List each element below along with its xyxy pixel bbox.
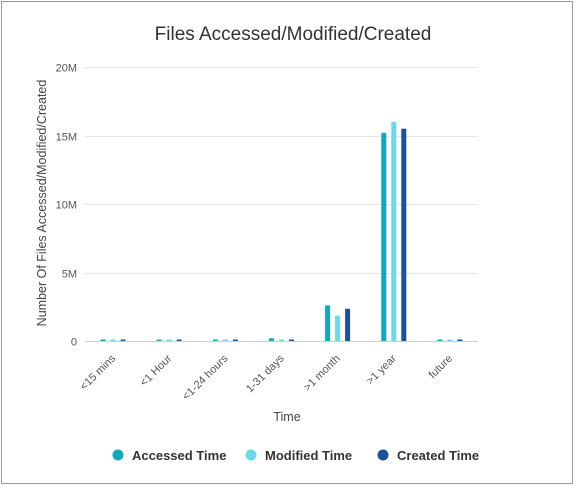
bar[interactable] bbox=[289, 339, 294, 342]
x-tick-label: >1 month bbox=[302, 353, 343, 394]
y-tick-label: 10M bbox=[56, 200, 77, 212]
chart-title: Files Accessed/Modified/Created bbox=[155, 24, 432, 45]
x-tick-label: <15 mins bbox=[78, 352, 119, 393]
legend: Accessed Time Modified Time Created Time bbox=[112, 448, 479, 463]
bar[interactable] bbox=[401, 128, 407, 341]
bar[interactable] bbox=[391, 121, 397, 341]
legend-marker[interactable] bbox=[112, 449, 124, 461]
bar[interactable] bbox=[279, 339, 284, 342]
x-axis-ticks: <15 mins <1 Hour<1-24 hours 1-31 days >1 mo… bbox=[78, 352, 455, 403]
bar[interactable] bbox=[232, 339, 238, 342]
bars bbox=[100, 121, 463, 342]
y-axis-title: Number Of Files Accessed/Modified/Create… bbox=[35, 80, 49, 327]
bar[interactable] bbox=[222, 339, 228, 342]
y-tick-label: 5M bbox=[62, 269, 77, 281]
bar[interactable] bbox=[176, 339, 182, 342]
x-tick-label: <1-24 hours bbox=[180, 352, 231, 403]
legend-label[interactable]: Modified Time bbox=[265, 448, 352, 463]
bar[interactable] bbox=[166, 339, 172, 342]
y-axis-ticks: 0 5M 10M 15M 20M bbox=[56, 63, 77, 349]
bar[interactable] bbox=[212, 339, 218, 342]
legend-label[interactable]: Accessed Time bbox=[132, 448, 226, 463]
bar[interactable] bbox=[437, 339, 443, 342]
bar[interactable] bbox=[100, 339, 106, 342]
x-tick-label: future bbox=[427, 353, 455, 381]
x-tick-label: <1 Hour bbox=[138, 352, 175, 389]
legend-label[interactable]: Created Time bbox=[397, 448, 479, 463]
x-tick-label: 1-31 days bbox=[244, 352, 287, 395]
legend-marker[interactable] bbox=[377, 449, 389, 461]
y-tick-label: 20M bbox=[56, 63, 77, 75]
bar[interactable] bbox=[269, 338, 274, 341]
bar[interactable] bbox=[345, 308, 351, 341]
legend-marker[interactable] bbox=[245, 449, 257, 461]
x-tick-label: >1 year bbox=[364, 352, 399, 387]
x-axis-title: Time bbox=[273, 410, 300, 424]
grid-lines bbox=[85, 67, 478, 342]
bar[interactable] bbox=[120, 339, 126, 342]
bar[interactable] bbox=[381, 132, 387, 341]
y-tick-label: 0 bbox=[71, 337, 77, 349]
bar[interactable] bbox=[156, 339, 162, 342]
bar[interactable] bbox=[325, 305, 331, 341]
bar[interactable] bbox=[447, 339, 453, 342]
bar[interactable] bbox=[110, 339, 116, 342]
bar[interactable] bbox=[457, 339, 463, 342]
y-tick-label: 15M bbox=[56, 132, 77, 144]
bar[interactable] bbox=[335, 315, 341, 341]
